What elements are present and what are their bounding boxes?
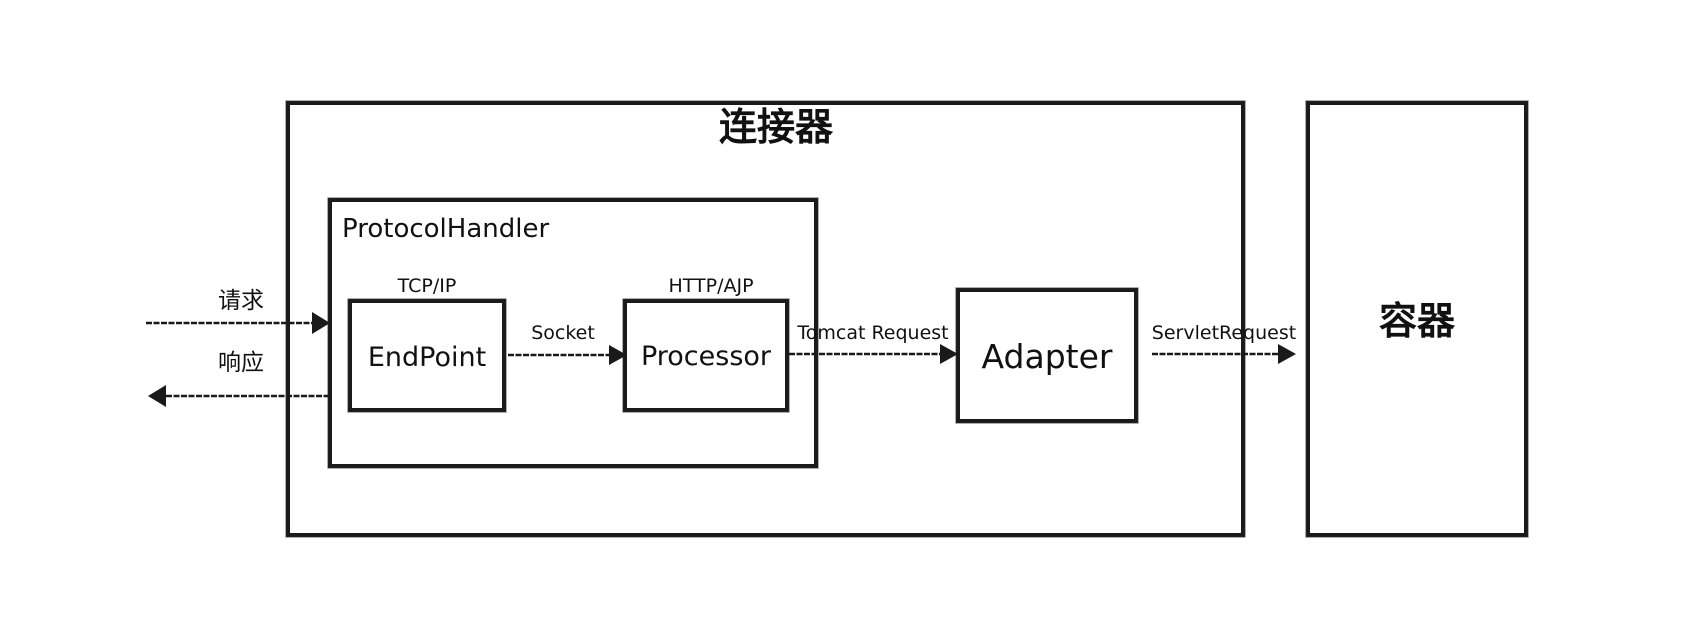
endpoint-box: TCP/IP EndPoint bbox=[347, 275, 507, 413]
processor-box: HTTP/AJP Processor bbox=[622, 275, 790, 413]
processor-label: Processor bbox=[641, 341, 772, 372]
processor-protocol-label: HTTP/AJP bbox=[668, 275, 753, 297]
connector-box: 连接器 bbox=[285, 100, 1246, 538]
adapter-box: Adapter bbox=[955, 287, 1139, 424]
response-arrow: 响应 bbox=[148, 350, 330, 407]
adapter-label: Adapter bbox=[982, 337, 1113, 376]
container-title: 容器 bbox=[1379, 299, 1456, 343]
response-label: 响应 bbox=[218, 350, 264, 376]
endpoint-protocol-label: TCP/IP bbox=[397, 275, 457, 297]
protocol-handler-title: ProtocolHandler bbox=[342, 214, 549, 244]
tomcat-request-label: Tomcat Request bbox=[796, 322, 948, 344]
connector-title: 连接器 bbox=[719, 105, 834, 149]
request-arrow: 请求 bbox=[146, 288, 330, 334]
tomcat-request-arrow: Tomcat Request bbox=[789, 322, 958, 364]
servlet-request-arrow: ServletRequest bbox=[1152, 322, 1296, 364]
endpoint-label: EndPoint bbox=[368, 342, 486, 373]
request-label: 请求 bbox=[218, 288, 264, 314]
servlet-request-label: ServletRequest bbox=[1152, 322, 1296, 344]
protocol-handler-box: ProtocolHandler bbox=[327, 197, 819, 469]
socket-label: Socket bbox=[531, 322, 595, 344]
container-box: 容器 bbox=[1305, 100, 1529, 538]
socket-arrow: Socket bbox=[508, 322, 627, 365]
